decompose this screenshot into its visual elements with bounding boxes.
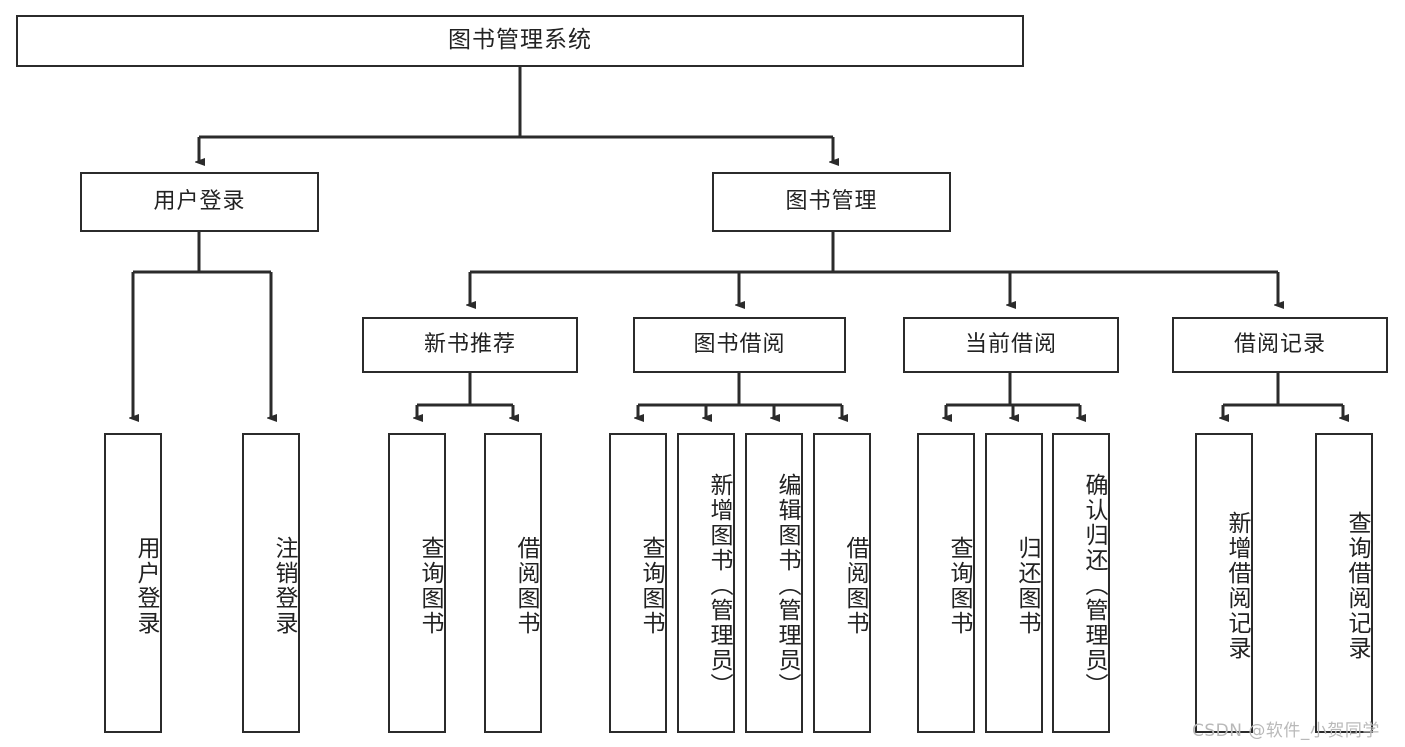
node-new-book-recommend[interactable]: 新书推荐 [362,317,578,373]
node-leaf-borrow-book-1[interactable]: 借阅图书 [484,433,542,733]
node-leaf-query-book-3[interactable]: 查询图书 [917,433,975,733]
node-root-book-management-system[interactable]: 图书管理系统 [16,15,1024,67]
csdn-watermark: CSDN @软件_小贺同学 [1192,721,1380,741]
node-label: 新增借阅记录 [1224,511,1250,661]
node-leaf-return-book[interactable]: 归还图书 [985,433,1043,733]
node-user-login[interactable]: 用户登录 [80,172,319,232]
node-leaf-confirm-return-admin[interactable]: 确认归还（管理员） [1052,433,1110,733]
node-label: 图书管理系统 [448,27,592,54]
node-leaf-borrow-book-2[interactable]: 借阅图书 [813,433,871,733]
node-leaf-edit-book-admin[interactable]: 编辑图书（管理员） [745,433,803,733]
node-label: 编辑图书（管理员） [774,472,800,698]
node-label: 确认归还（管理员） [1081,472,1107,698]
node-borrow-record[interactable]: 借阅记录 [1172,317,1388,373]
node-label: 归还图书 [1014,536,1040,636]
node-label: 用户登录 [153,188,246,214]
node-leaf-user-login[interactable]: 用户登录 [104,433,162,733]
node-leaf-user-logout[interactable]: 注销登录 [242,433,300,733]
node-label: 新增图书（管理员） [706,472,732,698]
node-book-manage[interactable]: 图书管理 [712,172,951,232]
node-label: 当前借阅 [964,331,1057,357]
node-leaf-query-book-1[interactable]: 查询图书 [388,433,446,733]
node-label: 图书借阅 [693,331,786,357]
node-leaf-query-book-2[interactable]: 查询图书 [609,433,667,733]
node-label: 查询图书 [946,536,972,636]
node-label: 新书推荐 [423,331,516,357]
node-book-borrow[interactable]: 图书借阅 [633,317,846,373]
node-label: 查询图书 [638,536,664,636]
node-label: 用户登录 [133,536,159,636]
node-label: 借阅图书 [513,536,539,636]
node-label: 图书管理 [785,188,878,214]
node-label: 查询图书 [417,536,443,636]
node-label: 借阅记录 [1233,331,1326,357]
node-label: 注销登录 [271,536,297,636]
node-leaf-add-borrow-record[interactable]: 新增借阅记录 [1195,433,1253,733]
node-current-borrow[interactable]: 当前借阅 [903,317,1119,373]
node-leaf-add-book-admin[interactable]: 新增图书（管理员） [677,433,735,733]
node-leaf-query-borrow-record[interactable]: 查询借阅记录 [1315,433,1373,733]
node-label: 查询借阅记录 [1344,511,1370,661]
node-label: 借阅图书 [842,536,868,636]
